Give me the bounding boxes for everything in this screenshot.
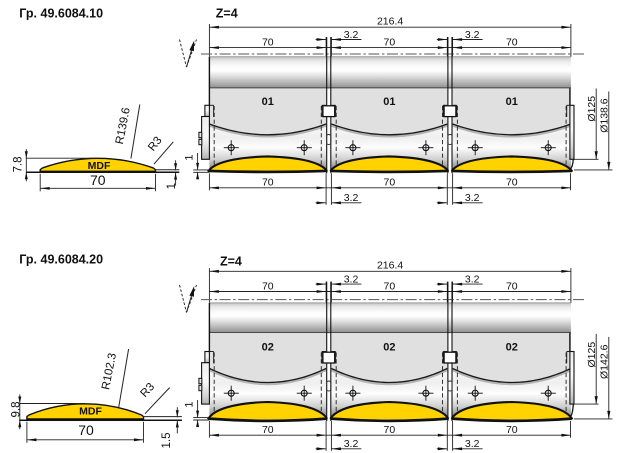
svg-text:216.4: 216.4 — [377, 260, 403, 272]
svg-text:3.2: 3.2 — [465, 438, 480, 450]
svg-text:70: 70 — [384, 176, 396, 188]
svg-text:1: 1 — [183, 401, 195, 407]
svg-text:3.2: 3.2 — [465, 274, 480, 286]
svg-text:3.2: 3.2 — [344, 192, 359, 204]
svg-text:216.4: 216.4 — [377, 15, 403, 27]
svg-text:Гр. 49.6084.10: Гр. 49.6084.10 — [19, 7, 103, 21]
svg-text:3.2: 3.2 — [344, 274, 359, 286]
svg-text:3.2: 3.2 — [344, 29, 359, 41]
svg-text:70: 70 — [506, 424, 518, 436]
svg-text:1: 1 — [183, 154, 195, 160]
svg-text:02: 02 — [506, 342, 518, 354]
svg-text:02: 02 — [383, 342, 395, 354]
svg-text:70: 70 — [90, 172, 106, 188]
svg-text:70: 70 — [384, 281, 396, 293]
svg-text:MDF: MDF — [88, 160, 111, 172]
svg-text:01: 01 — [383, 96, 395, 108]
svg-text:MDF: MDF — [79, 405, 102, 417]
svg-text:3.2: 3.2 — [465, 29, 480, 41]
svg-text:Ø125: Ø125 — [586, 342, 598, 368]
svg-text:70: 70 — [384, 37, 396, 49]
svg-text:9.8: 9.8 — [11, 402, 23, 418]
svg-text:70: 70 — [384, 424, 396, 436]
svg-text:70: 70 — [262, 37, 274, 49]
svg-text:3.2: 3.2 — [465, 192, 480, 204]
svg-text:70: 70 — [262, 176, 274, 188]
svg-text:7.8: 7.8 — [13, 157, 25, 173]
svg-text:02: 02 — [262, 342, 274, 354]
svg-text:01: 01 — [506, 96, 518, 108]
svg-text:70: 70 — [78, 422, 94, 438]
svg-text:Гр. 49.6084.20: Гр. 49.6084.20 — [19, 253, 103, 267]
svg-text:70: 70 — [506, 176, 518, 188]
svg-text:70: 70 — [262, 281, 274, 293]
svg-text:Z=4: Z=4 — [216, 7, 238, 21]
svg-text:Z=4: Z=4 — [220, 255, 242, 269]
svg-text:01: 01 — [262, 96, 274, 108]
svg-text:1: 1 — [166, 183, 178, 189]
svg-text:Ø142.6: Ø142.6 — [598, 344, 610, 379]
svg-text:Ø125: Ø125 — [586, 96, 598, 122]
svg-text:70: 70 — [506, 37, 518, 49]
svg-text:Ø138.6: Ø138.6 — [598, 98, 610, 133]
svg-text:70: 70 — [506, 281, 518, 293]
svg-text:3.2: 3.2 — [344, 438, 359, 450]
svg-text:1.5: 1.5 — [161, 433, 173, 449]
svg-text:70: 70 — [262, 424, 274, 436]
